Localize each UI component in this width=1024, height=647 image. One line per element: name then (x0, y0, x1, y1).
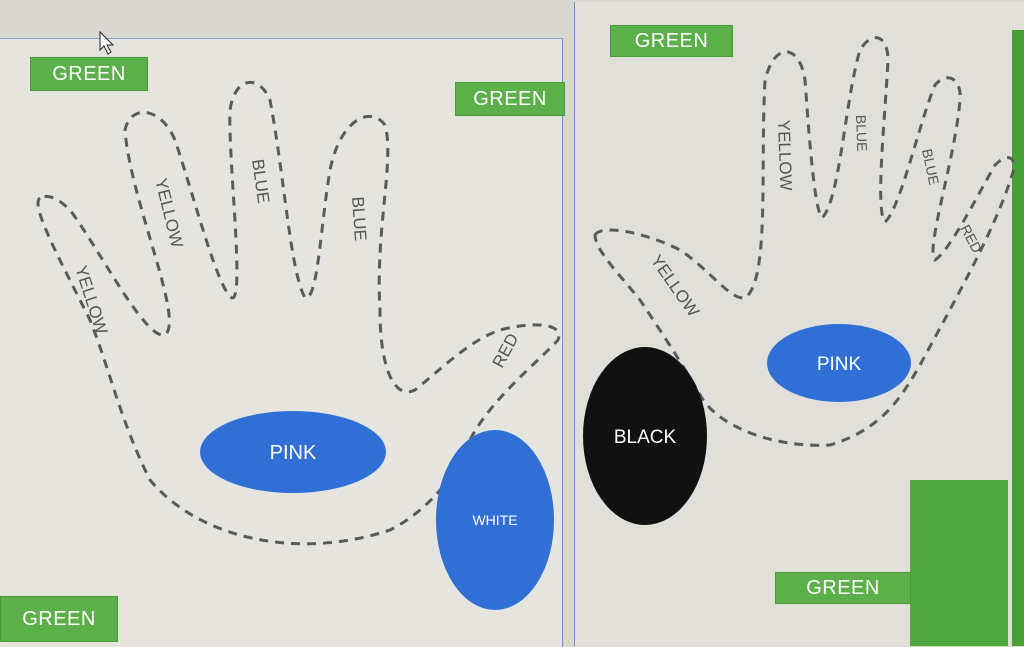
right-pink-oval-label: PINK (817, 354, 862, 375)
right-black-oval-label: BLACK (614, 427, 677, 448)
left-pink-oval (200, 411, 386, 493)
green-edge-strip (1012, 30, 1024, 646)
green-label-bottom-left: GREEN (0, 596, 118, 642)
left-finger-label-ring: YELLOW (151, 176, 187, 249)
left-finger-label-thumb: RED (489, 330, 523, 371)
right-black-oval (583, 347, 707, 525)
right-finger-label-ring: BLUE (919, 147, 942, 186)
left-finger-label-pinky: YELLOW (71, 263, 111, 336)
green-label-right-bottom: GREEN (775, 572, 911, 604)
left-pink-oval-label: PINK (270, 442, 317, 464)
left-finger-label-index: BLUE (348, 196, 370, 242)
right-finger-label-index: YELLOW (774, 119, 795, 190)
right-pink-oval (767, 324, 911, 402)
left-finger-label-middle: BLUE (248, 158, 273, 205)
right-finger-label-middle: BLUE (853, 115, 870, 152)
mouse-cursor-icon (99, 30, 115, 55)
left-hand-outline (36, 81, 561, 546)
green-label-top-right: GREEN (455, 82, 565, 116)
right-hand-outline (593, 36, 1016, 447)
left-white-oval (436, 430, 554, 610)
green-label-top-left: GREEN (30, 57, 148, 91)
left-white-oval-label: WHITE (472, 512, 517, 528)
right-finger-label-thumb: YELLOW (647, 251, 703, 320)
green-block (910, 480, 1008, 646)
green-label-right-top: GREEN (610, 25, 733, 57)
